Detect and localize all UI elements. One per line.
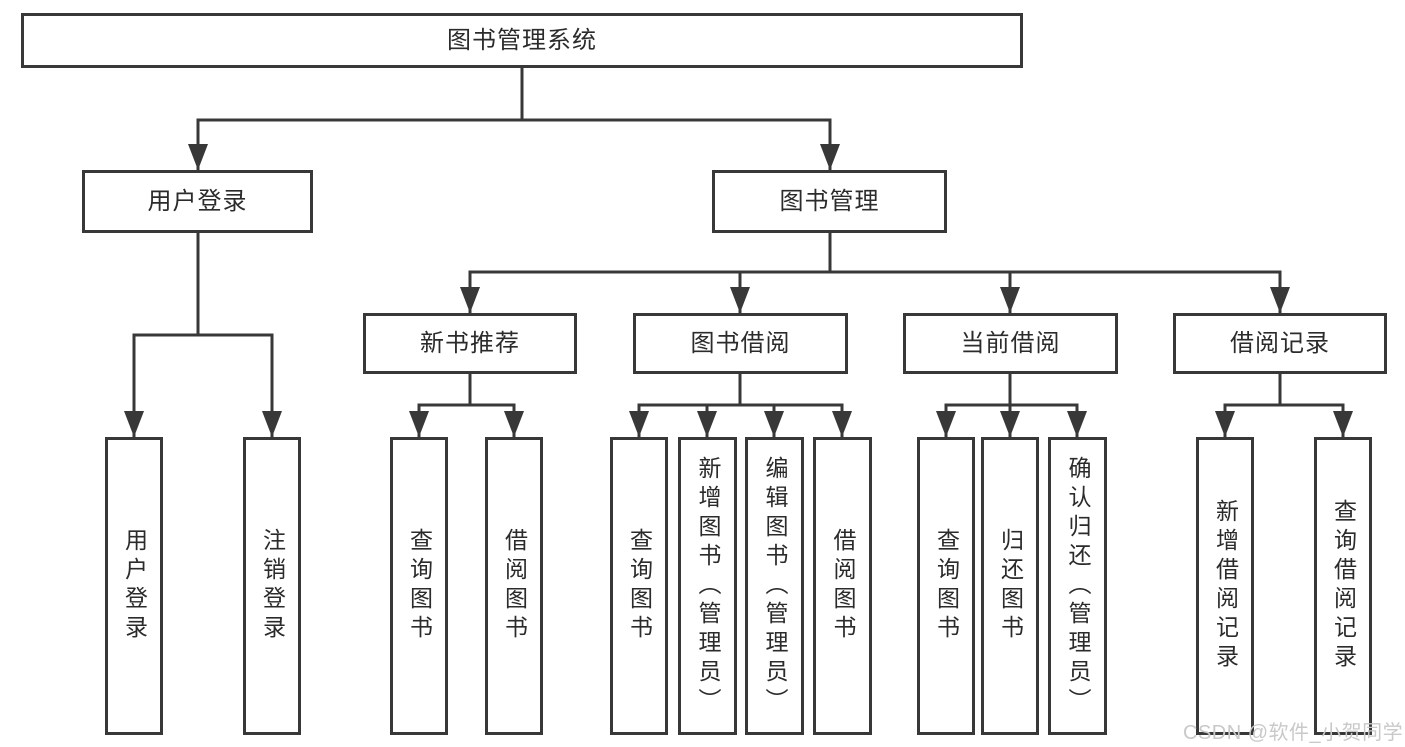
leaf-add-book-admin: 新增图书（管理员） <box>678 437 737 735</box>
leaf-label: 用户登录 <box>121 528 148 644</box>
csdn-watermark: CSDN @软件_小贺同学 <box>1183 722 1404 744</box>
leaf-label: 查询图书 <box>626 528 653 644</box>
node-new-book-recommend: 新书推荐 <box>363 313 577 374</box>
leaf-label: 借阅图书 <box>830 528 856 644</box>
leaf-confirm-return-admin: 确认归还（管理员） <box>1048 437 1107 735</box>
leaf-label: 归还图书 <box>997 528 1024 644</box>
node-user-login: 用户登录 <box>82 170 313 233</box>
leaf-query-borrow-record: 查询借阅记录 <box>1314 437 1372 735</box>
leaf-edit-book-admin: 编辑图书（管理员） <box>745 437 804 735</box>
leaf-add-borrow-record: 新增借阅记录 <box>1196 437 1254 735</box>
leaf-current-query-book: 查询图书 <box>917 437 975 735</box>
node-book-management-label: 图书管理 <box>779 187 880 215</box>
node-book-borrowing: 图书借阅 <box>633 313 848 374</box>
leaf-borrowing-query-book: 查询图书 <box>610 437 668 735</box>
leaf-label: 借阅图书 <box>501 528 528 644</box>
leaf-label: 查询借阅记录 <box>1330 499 1357 673</box>
node-current-borrowing-label: 当前借阅 <box>960 329 1061 357</box>
leaf-label: 注销登录 <box>259 528 286 644</box>
leaf-label: 查询图书 <box>406 528 433 644</box>
node-user-login-label: 用户登录 <box>147 187 248 215</box>
node-current-borrowing: 当前借阅 <box>903 313 1118 374</box>
node-book-borrowing-label: 图书借阅 <box>690 329 791 357</box>
leaf-recommend-borrow-book: 借阅图书 <box>485 437 543 735</box>
leaf-label: 编辑图书（管理员） <box>762 455 788 717</box>
arrowheads <box>124 144 1353 437</box>
leaf-borrowing-borrow-book: 借阅图书 <box>813 437 872 735</box>
node-borrow-records: 借阅记录 <box>1173 313 1387 374</box>
node-borrow-records-label: 借阅记录 <box>1230 329 1330 357</box>
leaf-logout: 注销登录 <box>243 437 301 735</box>
node-root: 图书管理系统 <box>21 13 1023 68</box>
leaf-label: 查询图书 <box>933 528 960 644</box>
leaf-label: 新增图书（管理员） <box>695 455 721 717</box>
node-book-management: 图书管理 <box>712 170 947 233</box>
leaf-user-login: 用户登录 <box>105 437 163 735</box>
leaf-label: 确认归还（管理员） <box>1065 455 1091 717</box>
leaf-return-book: 归还图书 <box>981 437 1039 735</box>
leaf-label: 新增借阅记录 <box>1212 499 1239 673</box>
node-root-label: 图书管理系统 <box>447 26 597 54</box>
leaf-recommend-query-book: 查询图书 <box>390 437 448 735</box>
node-new-book-recommend-label: 新书推荐 <box>420 329 520 357</box>
